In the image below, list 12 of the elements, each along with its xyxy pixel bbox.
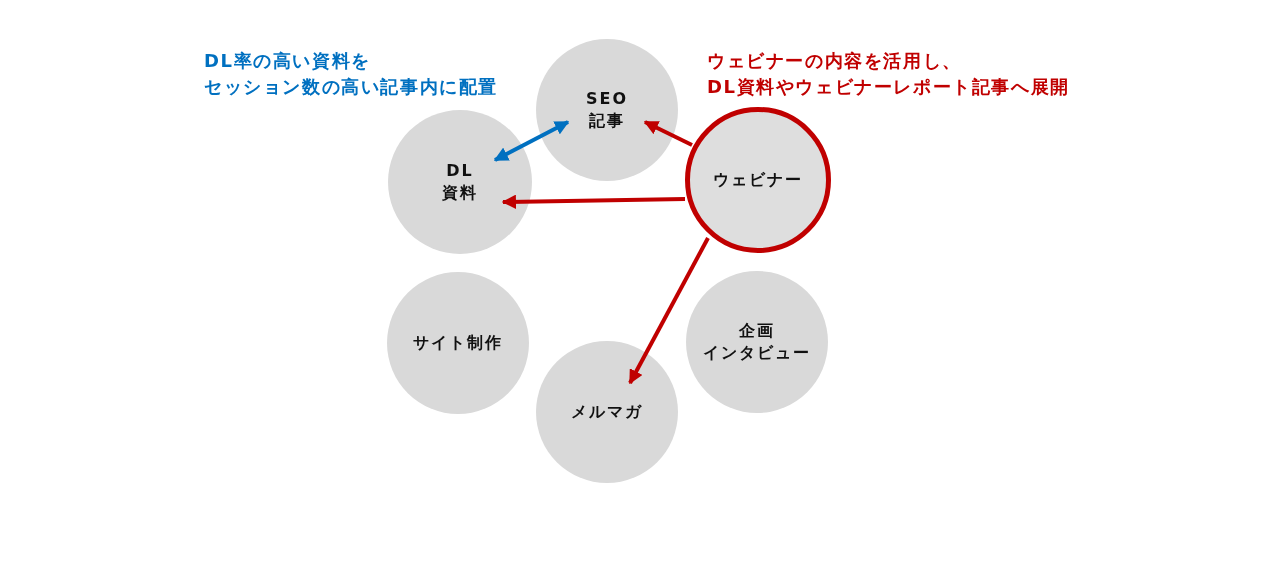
annotation-text: DL率の高い資料をセッション数の高い記事内に配置 bbox=[204, 49, 498, 100]
node-label: 企画インタビュー bbox=[703, 319, 811, 364]
node-label: SEO記事 bbox=[585, 87, 629, 132]
arrow bbox=[501, 194, 686, 209]
node-label: ウェビナー bbox=[713, 168, 803, 191]
node-label: サイト制作 bbox=[413, 331, 503, 354]
node-label: DL資料 bbox=[442, 159, 478, 204]
arrow bbox=[643, 120, 693, 147]
arrow bbox=[628, 237, 710, 385]
node-label: メルマガ bbox=[571, 400, 643, 423]
arrow bbox=[493, 120, 570, 162]
annotation-text: ウェビナーの内容を活用し、DL資料やウェビナーレポート記事へ展開 bbox=[707, 49, 1070, 100]
